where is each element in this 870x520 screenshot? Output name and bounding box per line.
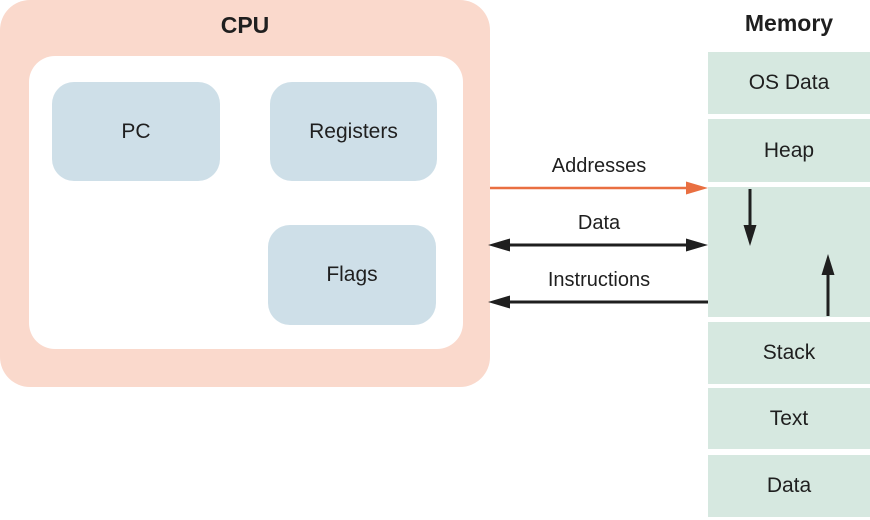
memory-cell-data-label: Data [766, 474, 812, 497]
instructions-bus-label: Instructions [547, 269, 651, 291]
cpu-title: CPU [220, 12, 270, 38]
registers-label: Registers [309, 119, 398, 143]
memory-cell-heap-label: Heap [763, 138, 815, 162]
heap-growth-arrow-down-icon [743, 189, 757, 246]
cpu-inner-panel: PC Registers Flags [29, 56, 463, 349]
flags-label: Flags [326, 263, 378, 286]
memory-cell-stack: Stack [708, 322, 870, 384]
memory-cell-stack-label: Stack [762, 341, 816, 364]
memory-growth-region [708, 187, 870, 317]
pc-box: PC [52, 82, 220, 181]
memory-cell-os-data: OS Data [708, 52, 870, 114]
data-arrow-bidirectional-icon [488, 238, 708, 252]
memory-title: Memory [744, 10, 834, 36]
memory-cell-os-data-label: OS Data [748, 71, 830, 94]
flags-box: Flags [268, 225, 436, 325]
pc-label: PC [121, 119, 151, 143]
memory-cell-text-label: Text [769, 406, 809, 430]
cpu-block: CPU PC Registers Flags [0, 0, 490, 387]
memory-cell-heap: Heap [708, 119, 870, 182]
stack-growth-arrow-up-icon [821, 254, 835, 316]
memory-cell-data: Data [708, 455, 870, 517]
registers-box: Registers [270, 82, 437, 181]
addresses-arrow-right-icon [490, 181, 708, 195]
addresses-bus-label: Addresses [551, 155, 647, 177]
instructions-arrow-left-icon [488, 295, 708, 309]
memory-cell-text: Text [708, 388, 870, 449]
data-bus-label: Data [577, 212, 621, 234]
